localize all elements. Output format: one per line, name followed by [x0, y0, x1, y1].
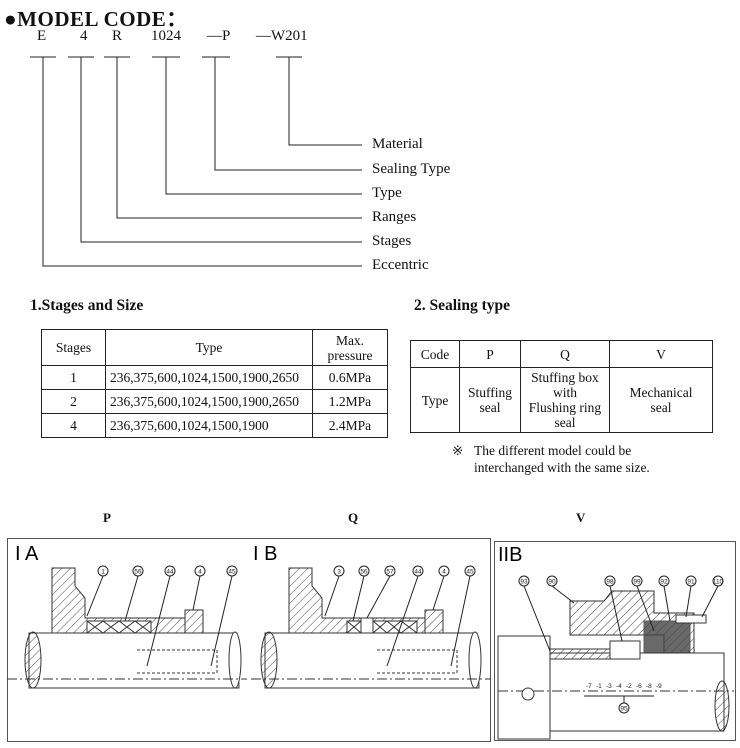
panel-b-drawing: [251, 567, 491, 689]
panel-label-ia: I A: [15, 543, 39, 565]
label-stages: Stages: [372, 233, 412, 249]
label-material: Material: [372, 136, 423, 152]
callout-c-93: 93: [520, 579, 528, 586]
header-max-pressure: Max. pressure: [312, 329, 388, 366]
row-type: 236,375,600,1024,1500,1900: [105, 413, 313, 438]
callout-a-1: 1: [101, 569, 105, 576]
header-type: Type: [105, 329, 313, 366]
callout-c-m6: -6: [636, 683, 642, 690]
callout-a-45: 45: [228, 569, 236, 576]
callout-c-91: 91: [687, 579, 695, 586]
callout-b-56: 56: [360, 569, 368, 576]
code-part-r: R: [112, 28, 123, 44]
header-stages: Stages: [41, 329, 106, 366]
seal-drawing-p-q: I A I B 1 56 44 4 45: [7, 538, 491, 742]
code-part-4: 4: [80, 28, 88, 44]
code-q: Q: [520, 340, 610, 368]
callout-b-4: 4: [442, 569, 446, 576]
callout-c-110: 110: [713, 579, 724, 586]
drawing-title-q: Q: [348, 510, 359, 525]
code-part-1024: 1024: [151, 28, 181, 44]
callout-a-56: 56: [134, 569, 142, 576]
row-pressure: 1.2MPa: [312, 389, 388, 414]
callout-c-m8: -8: [646, 683, 652, 690]
code-p: P: [459, 340, 521, 368]
table-header-row: Code P Q V: [410, 340, 713, 368]
table-header-row: Stages Type Max. pressure: [41, 329, 388, 366]
label-sealing-type: Sealing Type: [372, 161, 451, 177]
row-stage: 1: [41, 365, 106, 390]
callout-c-99: 99: [633, 579, 641, 586]
type-p: Stuffing seal: [459, 367, 521, 433]
stages-size-table: Stages Type Max. pressure 1 236,375,600,…: [41, 329, 388, 438]
type-label: Type: [410, 367, 460, 433]
model-code-title: ●MODEL CODE：: [4, 7, 188, 31]
table-row: 1 236,375,600,1024,1500,1900,2650 0.6MPa: [41, 365, 388, 390]
callout-a-44: 44: [166, 569, 174, 576]
label-ranges: Ranges: [372, 209, 417, 225]
callout-c-98: 98: [606, 579, 614, 586]
callout-c-m4: -4: [616, 683, 622, 690]
callout-b-3: 3: [337, 569, 341, 576]
table-row: Type Stuffing seal Stuffing box with Flu…: [410, 367, 713, 433]
callout-c-90: 90: [548, 579, 556, 586]
label-type: Type: [372, 185, 402, 201]
stages-size-heading: 1.Stages and Size: [30, 297, 144, 314]
callout-b-44: 44: [414, 569, 422, 576]
callout-c-m2: -2: [626, 683, 632, 690]
callout-c-m1: -1: [596, 683, 602, 690]
sealing-type-heading: 2. Sealing type: [414, 297, 511, 314]
seal-drawing-v: IIB 93 90 98 99 92 91 110 95 -7 -1 -3 -4…: [494, 541, 736, 741]
drawing-title-p: P: [103, 510, 111, 525]
panel-c-drawing: [497, 590, 734, 740]
panel-a-drawing: [7, 567, 247, 689]
row-pressure: 0.6MPa: [312, 365, 388, 390]
row-stage: 4: [41, 413, 106, 438]
sealing-type-table: Code P Q V Type Stuffing seal Stuffing b…: [410, 340, 713, 433]
note-line1: The different model could be: [474, 443, 632, 458]
panel-label-iib: IIB: [498, 544, 522, 566]
row-type: 236,375,600,1024,1500,1900,2650: [105, 389, 313, 414]
code-part-w201: —W201: [256, 28, 308, 44]
note-mark: ※: [452, 443, 464, 458]
callout-c-95: 95: [620, 706, 628, 713]
code-v: V: [609, 340, 713, 368]
model-code-connectors: [30, 56, 362, 267]
callout-c-m7: -7: [586, 683, 592, 690]
code-part-p: —P: [207, 28, 231, 44]
row-stage: 2: [41, 389, 106, 414]
code-part-e: E: [37, 28, 47, 44]
callout-c-m9: -9: [656, 683, 662, 690]
drawing-title-v: V: [576, 510, 586, 525]
callout-b-45: 45: [466, 569, 474, 576]
label-eccentric: Eccentric: [372, 257, 429, 273]
table-row: 2 236,375,600,1024,1500,1900,2650 1.2MPa: [41, 389, 388, 414]
callout-a-4: 4: [198, 569, 202, 576]
callout-b-57: 57: [386, 569, 394, 576]
note-line2: interchanged with the same size.: [474, 460, 650, 475]
callout-c-m3: -3: [606, 683, 612, 690]
callout-c-92: 92: [660, 579, 668, 586]
type-v: Mechanical seal: [609, 367, 713, 433]
table-row: 4 236,375,600,1024,1500,1900 2.4MPa: [41, 413, 388, 438]
code-label: Code: [410, 340, 460, 368]
row-pressure: 2.4MPa: [312, 413, 388, 438]
type-q: Stuffing box with Flushing ring seal: [520, 367, 610, 433]
panel-label-ib: I B: [253, 543, 277, 565]
row-type: 236,375,600,1024,1500,1900,2650: [105, 365, 313, 390]
